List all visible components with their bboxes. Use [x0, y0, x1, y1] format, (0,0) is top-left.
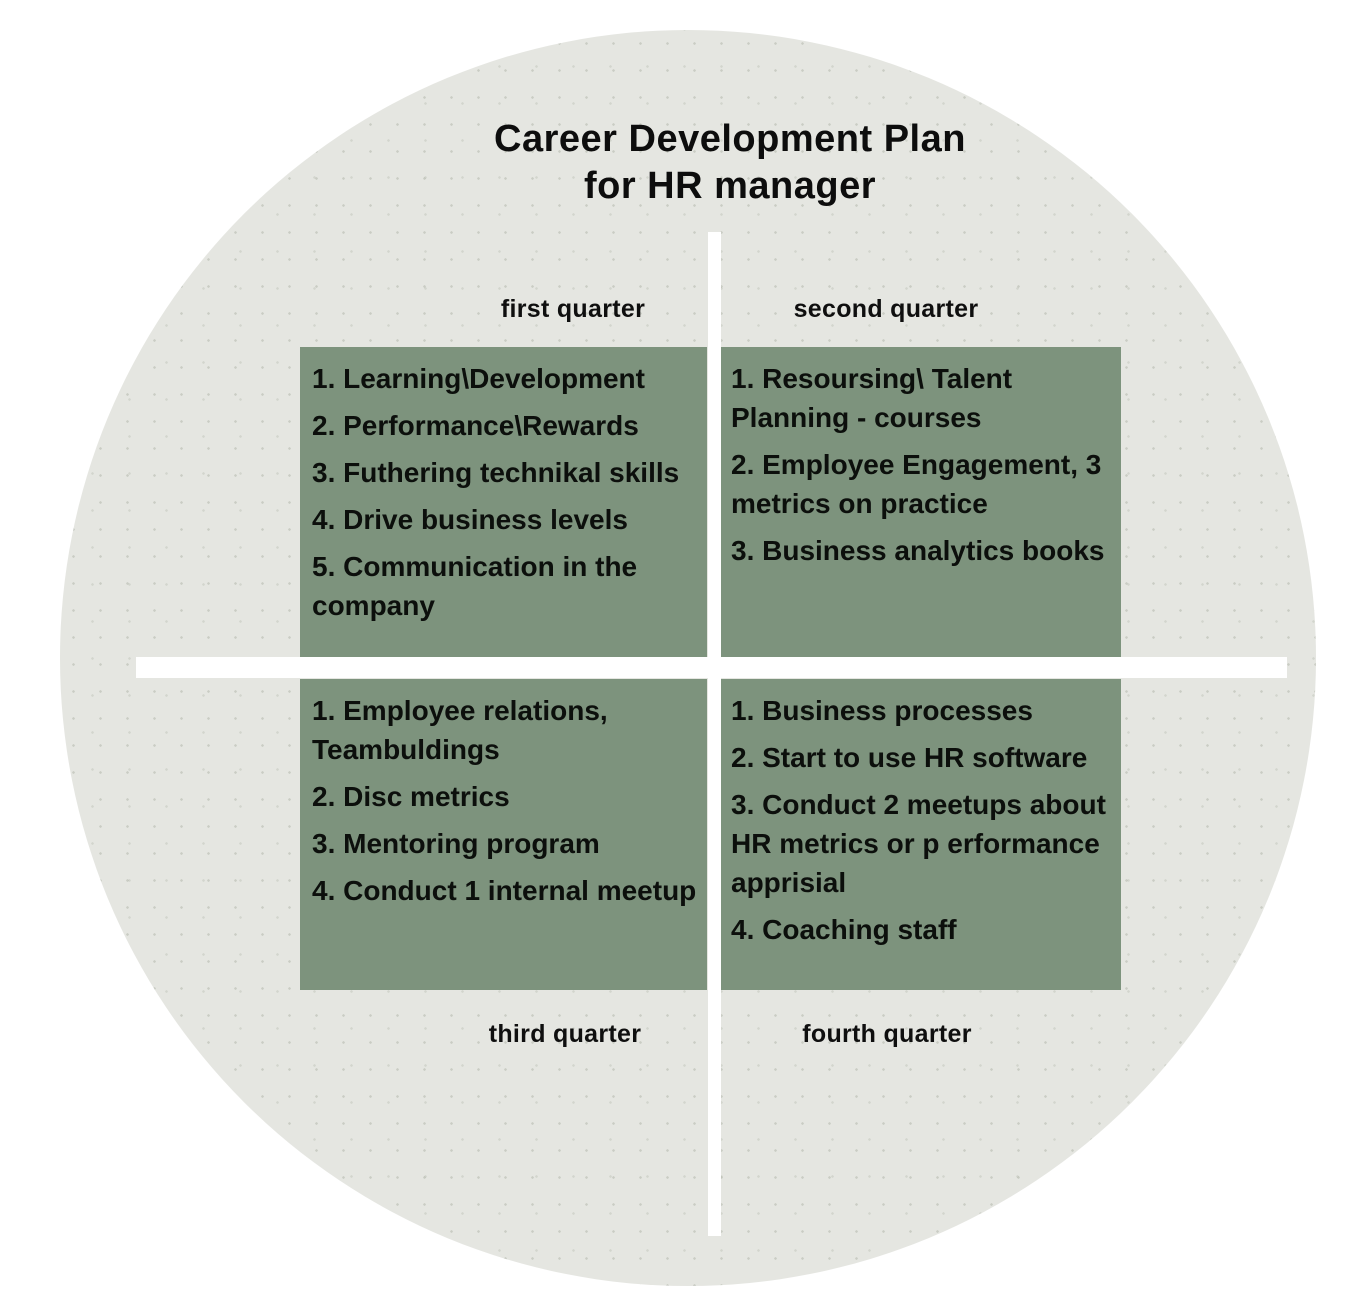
first-quarter-box: 1. Learning\Development 2. Performance\R…	[300, 347, 707, 657]
list-item: 4. Conduct 1 internal meetup	[312, 875, 697, 906]
list-item: 2. Employee Engagement, 3 metrics on pra…	[731, 449, 1102, 519]
title-line-1: Career Development Plan	[494, 118, 966, 160]
list-item: 1. Business processes	[731, 695, 1033, 726]
list-item: 1. Learning\Development	[312, 363, 645, 394]
list-item: 1. Employee relations, Teambuldings	[312, 695, 608, 765]
vertical-divider-line	[708, 232, 721, 1236]
list-item: 2. Performance\Rewards	[312, 410, 639, 441]
fourth-quarter-box: 1. Business processes 2. Start to use HR…	[719, 679, 1121, 990]
list-item: 2. Start to use HR software	[731, 742, 1088, 773]
list-item: 2. Disc metrics	[312, 781, 510, 812]
third-quarter-box: 1. Employee relations, Teambuldings 2. D…	[300, 679, 707, 990]
list-item: 4. Drive business levels	[312, 504, 628, 535]
label-first-quarter: first quarter	[500, 295, 646, 323]
list-item: 3. Business analytics books	[731, 535, 1105, 566]
list-item: 4. Coaching staff	[731, 914, 957, 945]
label-fourth-quarter: fourth quarter	[802, 1020, 972, 1048]
list-item: 3. Futhering technikal skills	[312, 457, 680, 488]
second-quarter-box: 1. Resoursing\ Talent Planning - courses…	[719, 347, 1121, 657]
label-second-quarter: second quarter	[793, 295, 979, 323]
title-line-2: for HR manager	[583, 165, 877, 207]
list-item: 3. Conduct 2 meetups about HR metrics or…	[731, 789, 1106, 898]
label-third-quarter: third quarter	[488, 1020, 642, 1048]
diagram-title: Career Development Plan for HR manager	[360, 116, 1100, 210]
list-item: 3. Mentoring program	[312, 828, 600, 859]
list-item: 1. Resoursing\ Talent Planning - courses	[731, 363, 1013, 433]
list-item: 5. Communication in the company	[312, 551, 638, 621]
